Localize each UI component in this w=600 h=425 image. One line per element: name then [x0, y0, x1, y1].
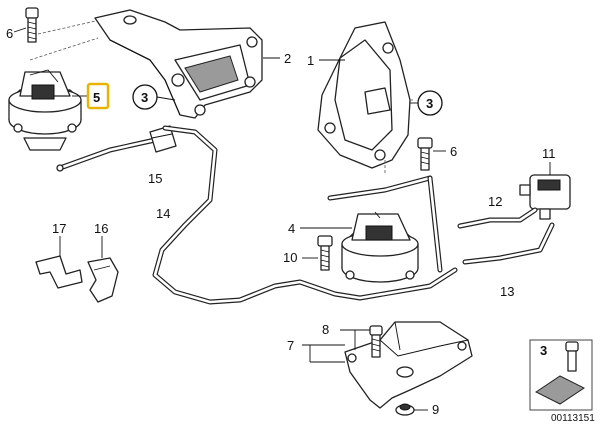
hose-clip-15[interactable]: [149, 125, 177, 153]
clip-16[interactable]: [87, 257, 119, 303]
callout-17[interactable]: 17: [52, 221, 66, 236]
bolt-8[interactable]: [369, 325, 383, 358]
callout-10[interactable]: 10: [283, 250, 297, 265]
callout-12[interactable]: 12: [488, 194, 502, 209]
clip-17[interactable]: [35, 255, 83, 289]
callout-1[interactable]: 1: [307, 53, 314, 68]
callout-5[interactable]: 5: [93, 90, 100, 105]
bracket-2[interactable]: [94, 9, 263, 119]
callout-3-left[interactable]: 3: [141, 90, 148, 105]
nut-9[interactable]: [395, 403, 415, 416]
engine-mount-5[interactable]: [8, 69, 82, 151]
callout-6-top: 6: [6, 26, 13, 41]
support-bracket-7[interactable]: [344, 321, 473, 409]
highlight-box-5: [86, 82, 110, 110]
callout-7[interactable]: 7: [287, 338, 294, 353]
callout-16[interactable]: 16: [94, 221, 108, 236]
legend-box: 3: [529, 339, 593, 411]
callout-13[interactable]: 13: [500, 284, 514, 299]
bracket-1[interactable]: [317, 21, 411, 169]
callout-2[interactable]: 2: [284, 51, 291, 66]
engine-mount-4[interactable]: [341, 211, 419, 283]
callout-3-right[interactable]: 3: [426, 96, 433, 111]
bolt-10[interactable]: [317, 235, 333, 271]
callout-9[interactable]: 9: [432, 402, 439, 417]
callout-11[interactable]: 11: [542, 146, 556, 161]
bolt-top-left[interactable]: [25, 7, 39, 43]
legend-arrow-icon: [535, 375, 585, 405]
legend-label-3: 3: [540, 343, 547, 358]
callout-8[interactable]: 8: [322, 322, 329, 337]
bolt-right[interactable]: [417, 137, 433, 171]
solenoid-valve-11[interactable]: [519, 174, 571, 220]
callout-14[interactable]: 14: [156, 206, 170, 221]
drawing-code: 00113151: [551, 413, 595, 424]
callout-15[interactable]: 15: [148, 171, 162, 186]
callout-4[interactable]: 4: [288, 221, 295, 236]
legend-bolt-icon: [565, 341, 579, 372]
callout-6-right[interactable]: 6: [450, 144, 457, 159]
